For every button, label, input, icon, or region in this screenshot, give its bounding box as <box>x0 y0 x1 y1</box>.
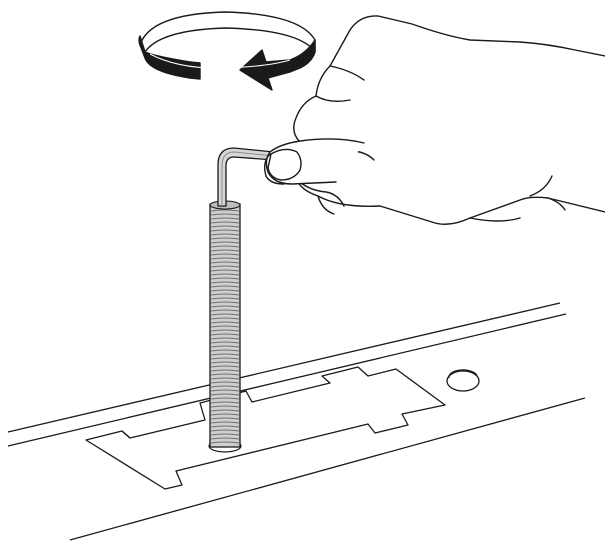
thread-line <box>210 409 240 412</box>
thread-line <box>210 281 240 284</box>
thread-line <box>210 401 240 404</box>
panel-cutout <box>85 366 446 490</box>
thread-line <box>210 377 240 380</box>
thread-line <box>210 369 240 372</box>
thread-line <box>210 373 240 376</box>
thread-line <box>210 297 240 300</box>
thread-line <box>210 341 240 344</box>
thread-line <box>210 309 240 312</box>
thread-line <box>210 293 240 296</box>
thread-line <box>210 289 240 292</box>
thread-line <box>210 425 240 428</box>
thread-line <box>210 213 240 216</box>
thread-line <box>210 365 240 368</box>
thread-line <box>210 257 240 260</box>
thread-line <box>210 357 240 360</box>
thread-line <box>210 313 240 316</box>
thread-line <box>210 301 240 304</box>
thread-line <box>210 361 240 364</box>
thread-line <box>210 429 240 432</box>
thread-line <box>210 437 240 440</box>
thread-line <box>210 317 240 320</box>
thread-line <box>210 405 240 408</box>
thread-line <box>210 305 240 308</box>
thread-line <box>210 329 240 332</box>
thread-line <box>210 417 240 420</box>
thread-line <box>210 353 240 356</box>
thread-line <box>210 245 240 248</box>
thread-line <box>210 241 240 244</box>
hand-icon <box>263 15 605 225</box>
thread-line <box>210 333 240 336</box>
thread-line <box>210 381 240 384</box>
panel-surface <box>7 302 586 541</box>
thread-line <box>210 261 240 264</box>
thread-line <box>210 273 240 276</box>
thread-line <box>210 345 240 348</box>
mounting-hole <box>446 369 480 392</box>
thread-line <box>210 433 240 436</box>
thread-line <box>210 321 240 324</box>
thread-line <box>210 393 240 396</box>
thread-line <box>210 217 240 220</box>
thread-line <box>210 337 240 340</box>
threaded-rod-icon <box>208 200 242 453</box>
thread-line <box>210 221 240 224</box>
thread-line <box>210 249 240 252</box>
thread-line <box>210 253 240 256</box>
thread-line <box>210 233 240 236</box>
thread-line <box>210 441 240 444</box>
thread-line <box>210 385 240 388</box>
thread-line <box>210 285 240 288</box>
thread-line <box>210 237 240 240</box>
rotation-arrow-icon <box>138 11 316 91</box>
thread-line <box>210 265 240 268</box>
thread-line <box>210 413 240 416</box>
thread-line <box>210 397 240 400</box>
thread-line <box>210 229 240 232</box>
hex-key-icon <box>217 147 275 207</box>
thread-line <box>210 421 240 424</box>
thread-line <box>210 209 240 212</box>
thread-line <box>210 277 240 280</box>
thread-line <box>210 269 240 272</box>
thread-line <box>210 225 240 228</box>
thread-line <box>210 325 240 328</box>
thread-line <box>210 389 240 392</box>
thread-line <box>210 349 240 352</box>
